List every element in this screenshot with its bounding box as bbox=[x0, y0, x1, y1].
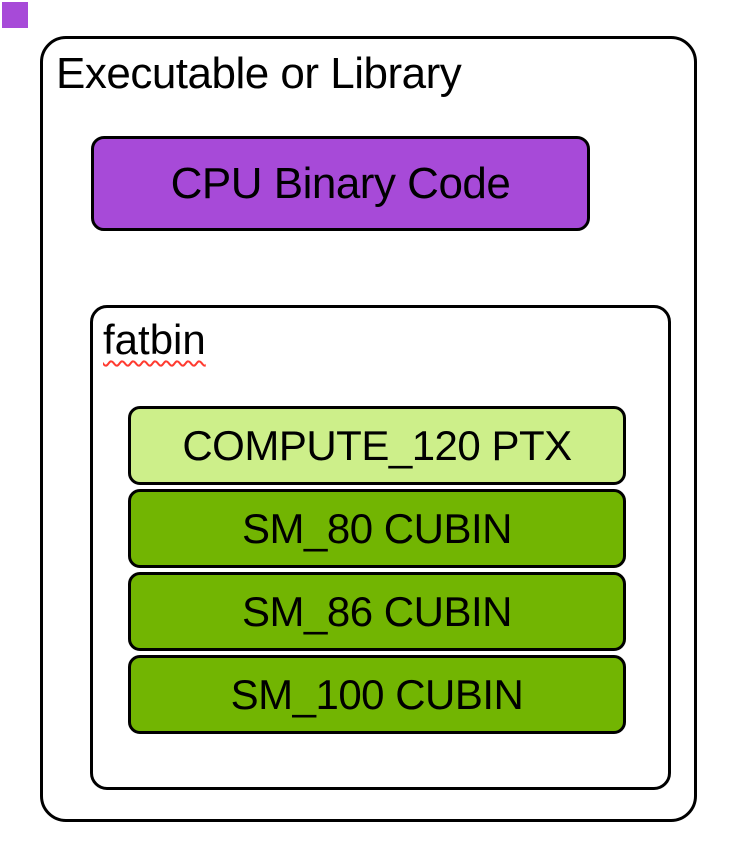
sm-100-cubin-box: SM_100 CUBIN bbox=[128, 655, 626, 734]
executable-or-library-title: Executable or Library bbox=[56, 49, 462, 98]
sm-80-cubin-label: SM_80 CUBIN bbox=[242, 504, 512, 552]
compute-120-ptx-box: COMPUTE_120 PTX bbox=[128, 406, 626, 485]
compute-120-ptx-label: COMPUTE_120 PTX bbox=[182, 421, 572, 469]
gpu-code-stack: COMPUTE_120 PTX SM_80 CUBIN SM_86 CUBIN … bbox=[128, 406, 626, 738]
sm-80-cubin-box: SM_80 CUBIN bbox=[128, 489, 626, 568]
fatbin-label: fatbin bbox=[103, 316, 206, 363]
sm-86-cubin-label: SM_86 CUBIN bbox=[242, 587, 512, 635]
fatbin-box: fatbin COMPUTE_120 PTX SM_80 CUBIN SM_86… bbox=[90, 305, 671, 790]
sm-86-cubin-box: SM_86 CUBIN bbox=[128, 572, 626, 651]
cpu-binary-code-label: CPU Binary Code bbox=[170, 158, 511, 208]
cpu-binary-code-box: CPU Binary Code bbox=[91, 136, 590, 231]
stray-purple-square bbox=[2, 2, 28, 28]
executable-or-library-box: Executable or Library CPU Binary Code fa… bbox=[40, 36, 697, 822]
fatbin-title: fatbin bbox=[103, 316, 206, 363]
sm-100-cubin-label: SM_100 CUBIN bbox=[230, 670, 524, 718]
